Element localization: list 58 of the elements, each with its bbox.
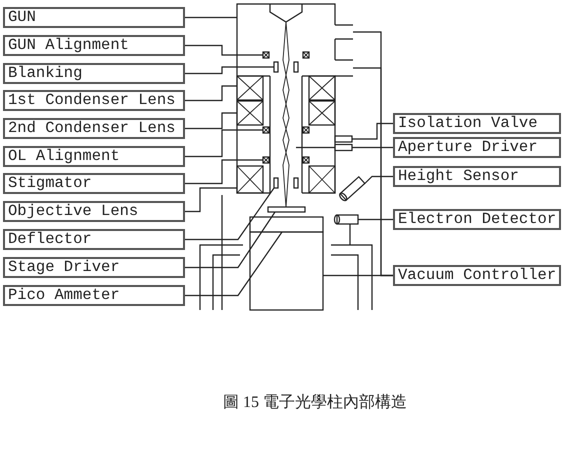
height-sensor	[339, 176, 366, 202]
part-label: OL Alignment	[3, 146, 185, 167]
leader-line	[185, 129, 263, 158]
stage-table	[249, 216, 324, 233]
stigmator-coil	[302, 156, 310, 164]
part-label: Aperture Driver	[393, 137, 561, 158]
leader-line	[185, 16, 237, 18]
vacuum-port	[334, 59, 354, 77]
part-label: GUN	[3, 7, 185, 28]
leader-line	[352, 146, 393, 148]
condenser-lens	[236, 100, 264, 126]
stigmator-coil	[262, 156, 270, 164]
part-label: Pico Ammeter	[3, 285, 185, 306]
deflector-plate	[293, 177, 299, 189]
part-label: Vacuum Controller	[393, 265, 561, 286]
objective-lens	[308, 165, 336, 194]
part-label: Height Sensor	[393, 166, 561, 187]
part-label: Objective Lens	[3, 201, 185, 222]
electron-gun	[236, 3, 336, 26]
alignment-coil	[302, 126, 310, 134]
part-label: Isolation Valve	[393, 113, 561, 134]
leader-line	[185, 66, 274, 74]
deflector-plate	[273, 177, 279, 189]
part-label: Stigmator	[3, 173, 185, 194]
vacuum-port	[334, 24, 354, 40]
part-label: 2nd Condenser Lens	[3, 118, 185, 139]
specimen-chamber	[249, 231, 324, 311]
leader-line	[185, 112, 237, 130]
electron-detector	[334, 214, 359, 225]
part-label: 1st Condenser Lens	[3, 90, 185, 111]
leader-line	[185, 44, 263, 56]
leader-line	[185, 232, 282, 296]
leader-line	[185, 188, 274, 240]
alignment-coil	[302, 51, 310, 59]
alignment-coil	[262, 51, 270, 59]
leader-line	[358, 218, 393, 220]
blanking-plate	[273, 61, 279, 73]
part-label: Blanking	[3, 63, 185, 84]
leader-line	[364, 176, 393, 184]
aperture-driver	[296, 144, 353, 152]
condenser-lens	[308, 100, 336, 126]
leader-line	[185, 159, 263, 184]
condenser-lens	[236, 75, 264, 101]
leader-line	[185, 212, 276, 268]
part-label: GUN Alignment	[3, 35, 185, 56]
figure-caption: 圖 15 電子光學柱內部構造	[223, 393, 407, 413]
part-label: Electron Detector	[393, 209, 561, 230]
specimen-stage	[267, 206, 306, 213]
blanking-plate	[293, 61, 299, 73]
leader-line	[185, 85, 237, 102]
part-label: Deflector	[3, 229, 185, 250]
objective-lens	[236, 165, 264, 194]
isolation-valve	[334, 135, 353, 143]
condenser-lens	[308, 75, 336, 101]
alignment-coil	[262, 126, 270, 134]
part-label: Stage Driver	[3, 257, 185, 278]
leader-line	[185, 187, 237, 212]
leader-line	[352, 122, 393, 140]
